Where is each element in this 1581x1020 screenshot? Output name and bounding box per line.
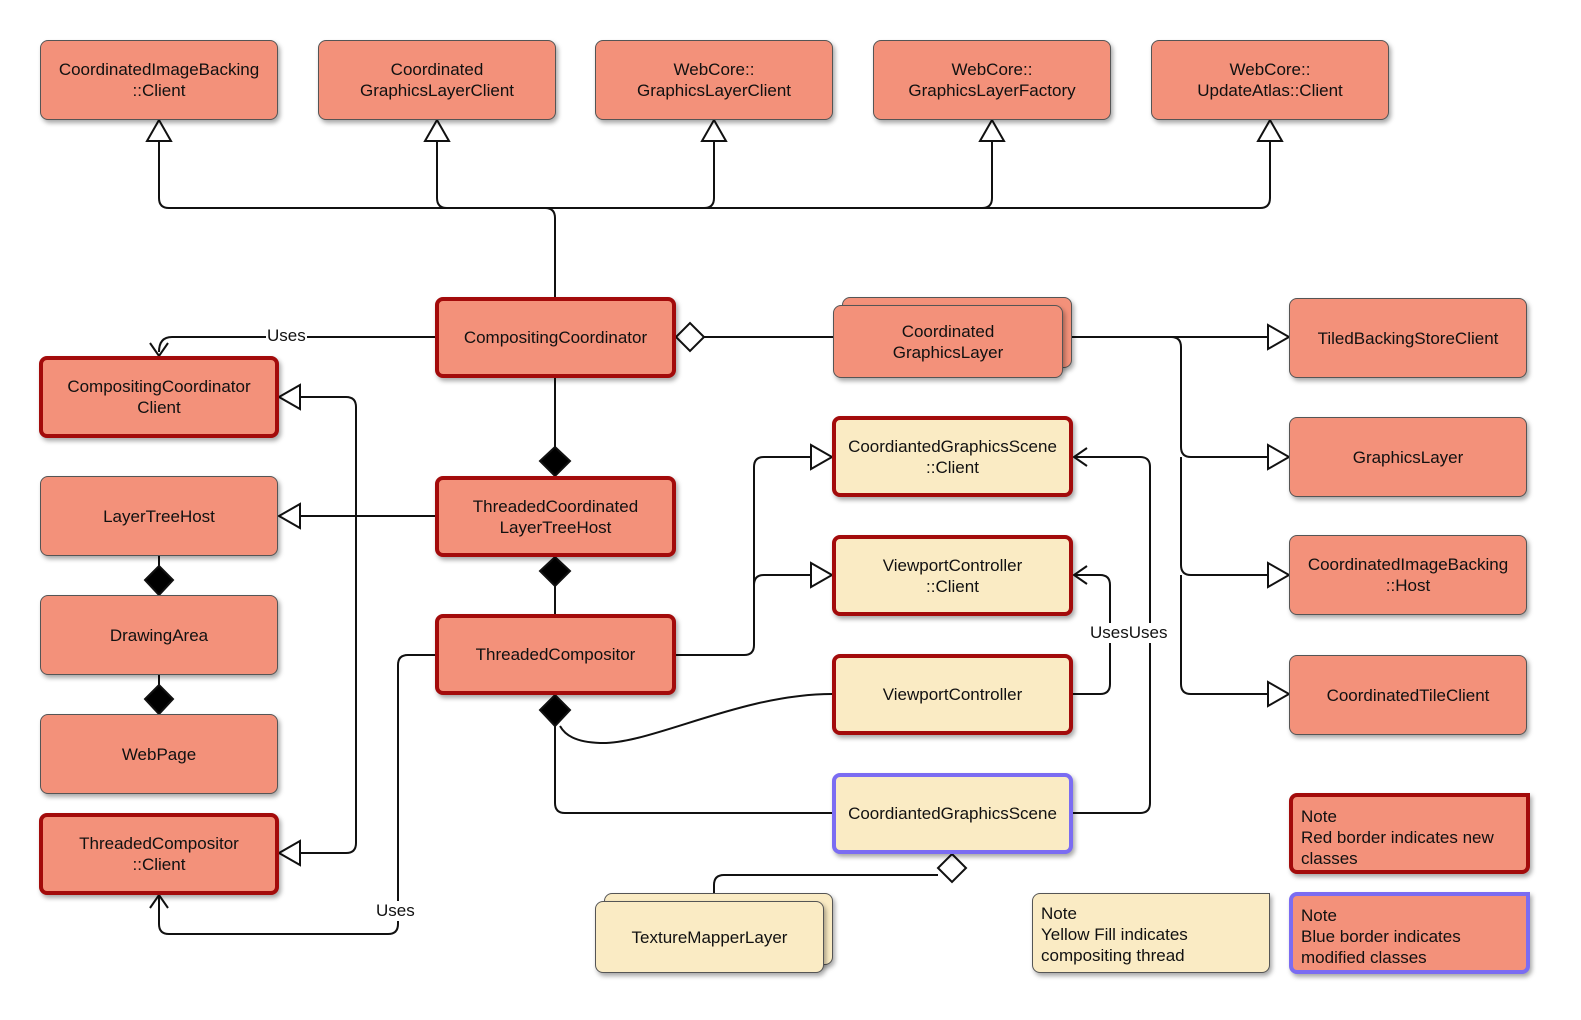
edge-composition-vc	[559, 693, 833, 745]
node-drawing-area: DrawingArea	[40, 595, 278, 675]
edge-uses-cc-client	[158, 336, 436, 353]
node-coordinated-graphics-scene-client: CoordiantedGraphicsScene ::Client	[832, 416, 1073, 497]
node-coordinated-image-backing-client: CoordinatedImageBacking ::Client	[40, 40, 278, 120]
edge-inherits-wc-ua	[555, 140, 1271, 209]
edge-aggregation-tml	[713, 874, 938, 893]
edge-inherits-wc-glf	[555, 140, 993, 209]
node-viewport-controller-client: ViewportController ::Client	[832, 535, 1073, 616]
edge-inherits-cgl-client	[436, 140, 555, 209]
node-threaded-coordinated-layer-tree-host: ThreadedCoordinated LayerTreeHost	[435, 476, 676, 557]
edge-inherits-cc-client	[300, 396, 357, 516]
edge-inherits-coordinated-tile-client	[1180, 575, 1268, 695]
node-coordinated-graphics-layer: Coordinated GraphicsLayer	[833, 305, 1063, 378]
edge-inherits-cgs-client	[676, 456, 812, 656]
node-coordinated-tile-client: CoordinatedTileClient	[1289, 655, 1527, 735]
node-texture-mapper-layer: TextureMapperLayer	[595, 901, 824, 973]
node-webcore-graphics-layer-factory: WebCore:: GraphicsLayerFactory	[873, 40, 1111, 120]
edge-inherits-graphics-layer	[1071, 336, 1268, 458]
edge-inherits-tc-client	[300, 516, 357, 854]
node-coordinated-graphics-layer-client: Coordinated GraphicsLayerClient	[318, 40, 556, 120]
node-viewport-controller: ViewportController	[832, 654, 1073, 735]
edge-label-uses-bottom: Uses	[375, 901, 416, 921]
node-threaded-compositor-client: ThreadedCompositor ::Client	[39, 813, 279, 895]
edge-inherits-wc-glc	[555, 140, 715, 209]
node-webcore-graphics-layer-client: WebCore:: GraphicsLayerClient	[595, 40, 833, 120]
note-red-border: Note Red border indicates new classes	[1289, 793, 1530, 874]
node-webcore-update-atlas-client: WebCore:: UpdateAtlas::Client	[1151, 40, 1389, 120]
node-tiled-backing-store-client: TiledBackingStoreClient	[1289, 298, 1527, 378]
edge-inherits-cib-client	[158, 140, 556, 297]
node-compositing-coordinator: CompositingCoordinator	[435, 297, 676, 378]
note-blue-border: Note Blue border indicates modified clas…	[1289, 892, 1530, 974]
node-compositing-coordinator-client: CompositingCoordinator Client	[39, 356, 279, 438]
node-coordinated-image-backing-host: CoordinatedImageBacking ::Host	[1289, 535, 1527, 615]
node-threaded-compositor: ThreadedCompositor	[435, 614, 676, 695]
edge-composition-cgs	[554, 726, 833, 814]
node-layer-tree-host: LayerTreeHost	[40, 476, 278, 556]
edge-uses-tc-client	[158, 654, 436, 935]
edge-label-uses-top: Uses	[266, 326, 307, 346]
node-web-page: WebPage	[40, 714, 278, 794]
edge-label-uses-right: UsesUses	[1089, 623, 1169, 643]
note-yellow-fill: Note Yellow Fill indicates compositing t…	[1032, 893, 1270, 973]
node-coordinated-graphics-scene: CoordiantedGraphicsScene	[832, 773, 1073, 854]
edge-inherits-cib-host	[1180, 457, 1268, 576]
edge-inherits-vc-client	[753, 574, 812, 586]
node-graphics-layer: GraphicsLayer	[1289, 417, 1527, 497]
